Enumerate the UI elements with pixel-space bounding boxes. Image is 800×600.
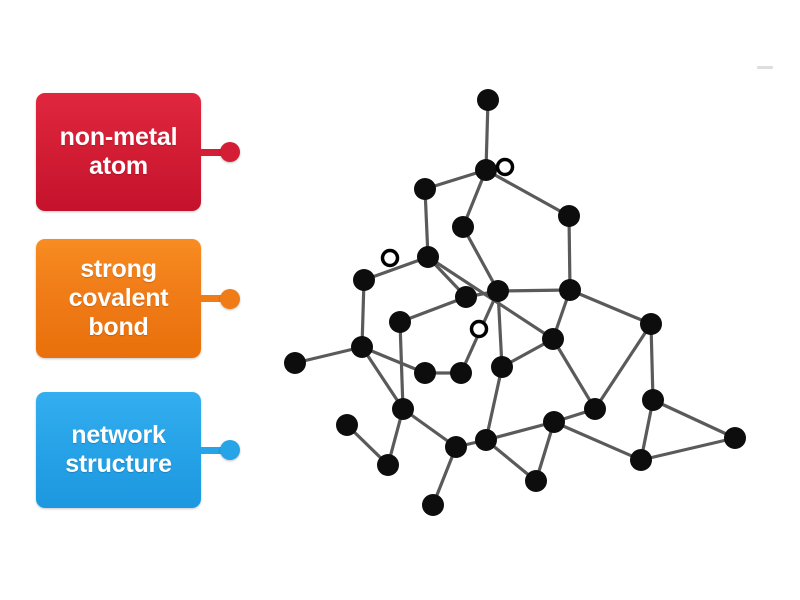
non-metal-atom-node bbox=[558, 205, 580, 227]
covalent-bond bbox=[360, 345, 405, 411]
non-metal-atom-node bbox=[542, 328, 564, 350]
non-metal-atom-node bbox=[487, 280, 509, 302]
connector-network-structure bbox=[201, 440, 240, 460]
label-text-strong-covalent-bond: strong covalent bond bbox=[68, 254, 169, 342]
non-metal-atom-node bbox=[353, 269, 375, 291]
non-metal-atom-node bbox=[630, 449, 652, 471]
non-metal-atoms-group bbox=[284, 89, 746, 516]
non-metal-atom-node bbox=[543, 411, 565, 433]
non-metal-atom-node bbox=[414, 178, 436, 200]
non-metal-atom-node bbox=[414, 362, 436, 384]
covalent-bond bbox=[593, 322, 653, 411]
covalent-bond bbox=[651, 398, 737, 440]
label-text-network-structure: network structure bbox=[65, 420, 172, 478]
non-metal-atom-node bbox=[422, 494, 444, 516]
non-metal-atom-node bbox=[584, 398, 606, 420]
covalent-bond bbox=[567, 214, 572, 292]
connector-dot-strong-covalent-bond[interactable] bbox=[220, 288, 240, 309]
connector-strong-covalent-bond bbox=[201, 288, 240, 309]
target-markers-group bbox=[380, 157, 515, 339]
non-metal-atom-node bbox=[475, 159, 497, 181]
covalent-bond bbox=[552, 420, 643, 462]
non-metal-atom-node bbox=[455, 286, 477, 308]
covalent-bond bbox=[639, 436, 737, 462]
corner-artifact bbox=[757, 66, 773, 69]
covalent-bond bbox=[293, 345, 364, 365]
covalent-bond bbox=[423, 187, 430, 259]
connector-stem-network-structure bbox=[201, 446, 223, 454]
non-metal-atom-node bbox=[392, 398, 414, 420]
covalent-bond bbox=[360, 345, 427, 375]
non-metal-atom-node bbox=[477, 89, 499, 111]
covalent-bond bbox=[496, 288, 572, 293]
covalent-bond bbox=[398, 320, 405, 411]
covalent-bond bbox=[484, 365, 504, 442]
non-metal-atom-node bbox=[724, 427, 746, 449]
non-metal-atom-node bbox=[475, 429, 497, 451]
connector-dot-non-metal-atom[interactable] bbox=[220, 142, 240, 162]
covalent-bond bbox=[484, 98, 490, 172]
non-metal-atom-node bbox=[389, 311, 411, 333]
target-marker-ring[interactable] bbox=[469, 319, 489, 339]
connector-stem-non-metal-atom bbox=[201, 148, 223, 156]
label-box-strong-covalent-bond[interactable]: strong covalent bond bbox=[36, 239, 201, 358]
label-box-non-metal-atom[interactable]: non-metal atom bbox=[36, 93, 201, 211]
non-metal-atom-node bbox=[351, 336, 373, 358]
lattice-svg bbox=[284, 89, 746, 516]
non-metal-atom-node bbox=[491, 356, 513, 378]
non-metal-atom-node bbox=[525, 470, 547, 492]
non-metal-atom-node bbox=[417, 246, 439, 268]
non-metal-atom-node bbox=[640, 313, 662, 335]
target-marker-ring[interactable] bbox=[380, 248, 400, 268]
non-metal-atom-node bbox=[377, 454, 399, 476]
covalent-bond bbox=[484, 420, 556, 442]
covalent-bond bbox=[484, 168, 571, 218]
covalent-bond bbox=[551, 337, 597, 411]
non-metal-atom-node bbox=[284, 352, 306, 374]
network-structure-diagram bbox=[270, 75, 770, 525]
non-metal-atom-node bbox=[445, 436, 467, 458]
label-group-strong-covalent-bond[interactable]: strong covalent bond bbox=[36, 239, 240, 358]
non-metal-atom-node bbox=[559, 279, 581, 301]
covalent-bond bbox=[568, 288, 653, 326]
covalent-bond bbox=[649, 322, 655, 402]
connector-non-metal-atom bbox=[201, 142, 240, 162]
covalent-bond bbox=[362, 255, 430, 282]
non-metal-atom-node bbox=[336, 414, 358, 436]
label-group-non-metal-atom[interactable]: non-metal atom bbox=[36, 93, 240, 211]
non-metal-atom-node bbox=[450, 362, 472, 384]
connector-dot-network-structure[interactable] bbox=[220, 440, 240, 460]
label-text-non-metal-atom: non-metal atom bbox=[59, 122, 178, 180]
target-marker-ring[interactable] bbox=[495, 157, 515, 177]
label-box-network-structure[interactable]: network structure bbox=[36, 392, 201, 508]
connector-stem-strong-covalent-bond bbox=[201, 295, 223, 302]
covalent-bond bbox=[461, 225, 500, 293]
covalent-bond bbox=[360, 278, 366, 349]
covalent-bond bbox=[398, 295, 468, 324]
covalent-bonds-group bbox=[293, 98, 737, 507]
covalent-bond bbox=[496, 289, 504, 369]
non-metal-atom-node bbox=[642, 389, 664, 411]
label-group-network-structure[interactable]: network structure bbox=[36, 392, 240, 508]
non-metal-atom-node bbox=[452, 216, 474, 238]
